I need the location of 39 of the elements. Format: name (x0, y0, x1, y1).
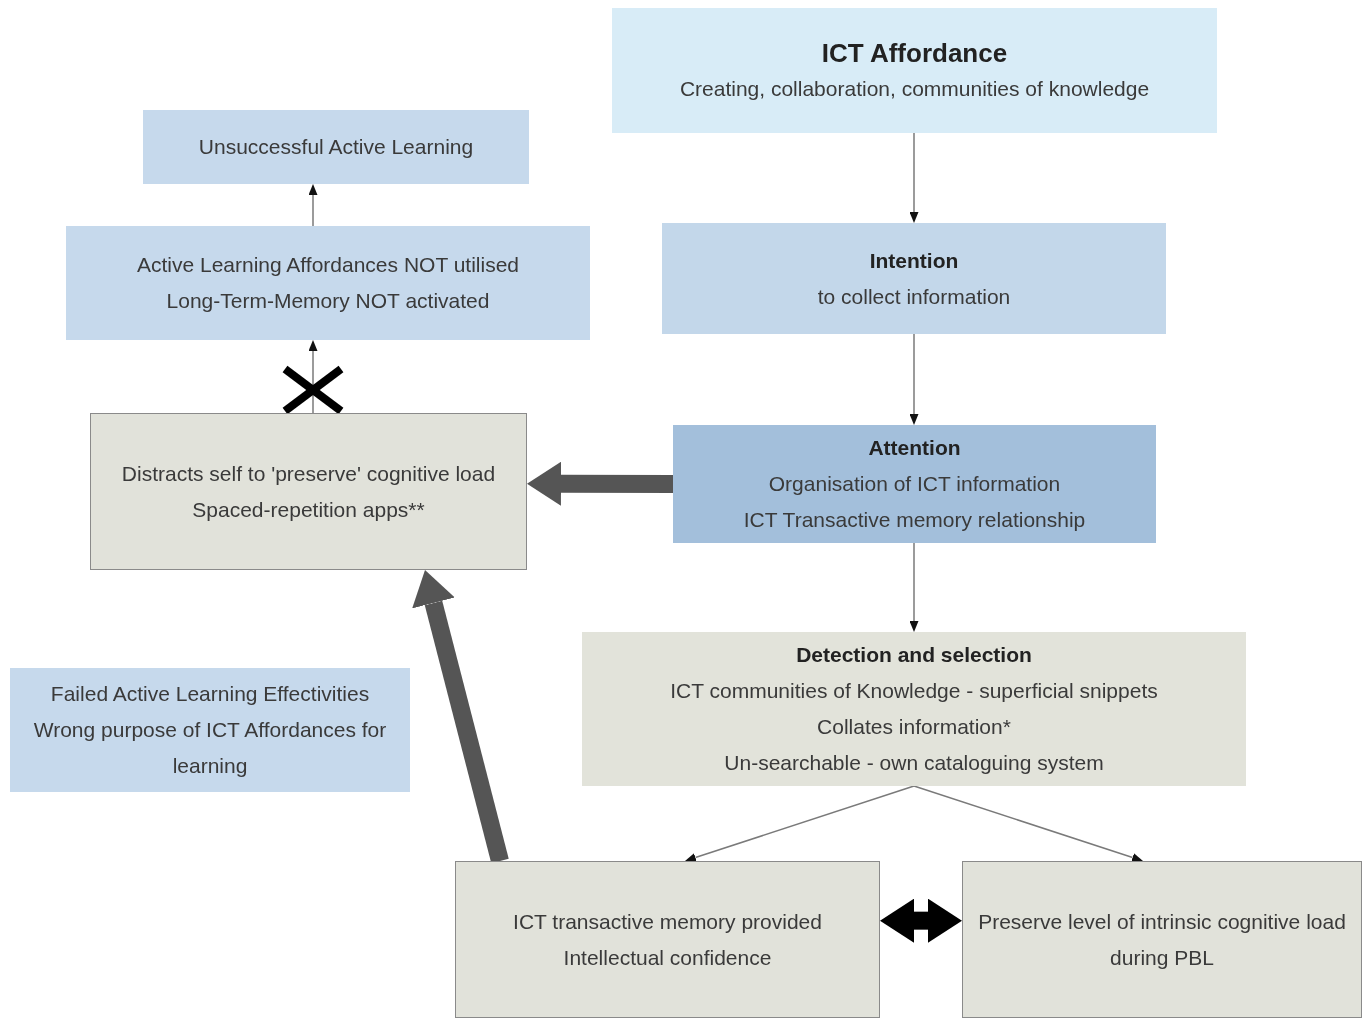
box-text: Collates information* (817, 714, 1011, 740)
process-box (662, 223, 1166, 334)
box-heading: Detection and selection (796, 642, 1032, 668)
box-heading: ICT Affordance (821, 36, 1008, 70)
box-text: Failed Active Learning Effectivities (50, 681, 370, 707)
process-box (66, 226, 590, 340)
box-text: Wrong purpose of ICT Affordances for learning (32, 717, 388, 779)
box-text: Distracts self to 'preserve' cognitive load (121, 460, 496, 487)
arrow (308, 340, 318, 414)
box-text: Creating, collaboration, communities of knowledge (679, 75, 1150, 102)
process-box (962, 861, 1362, 1018)
process-box (455, 861, 880, 1018)
box-text: Spaced-repetition apps** (192, 496, 425, 523)
box-heading: Attention (868, 435, 961, 461)
block-arrow (880, 898, 962, 943)
box-text: ICT Transactive memory relationship (743, 507, 1086, 533)
box-text: Long-Term-Memory NOT activated (166, 288, 490, 314)
box-text: Unsuccessful Active Learning (198, 134, 474, 160)
process-box (673, 425, 1156, 543)
arrow (308, 184, 318, 227)
process-box (143, 110, 529, 184)
arrow (909, 132, 919, 223)
process-box (582, 632, 1246, 786)
box-heading: Intention (869, 247, 959, 274)
process-box (90, 413, 527, 570)
arrow (913, 785, 1143, 862)
box-text: to collect information (817, 283, 1011, 310)
arrow (685, 785, 915, 862)
box-text: Organisation of ICT information (768, 471, 1061, 497)
box-text: Un-searchable - own cataloguing system (724, 750, 1104, 776)
process-box (10, 668, 410, 792)
box-text: ICT communities of Knowledge - superficial snippets (670, 678, 1158, 704)
box-text: Active Learning Affordances NOT utilised (136, 252, 520, 278)
process-box (612, 8, 1217, 133)
arrow (909, 333, 919, 425)
box-text: ICT transactive memory provided Intellectual confidence (512, 908, 823, 971)
box-text: Preserve level of intrinsic cognitive load during PBL (977, 908, 1347, 971)
block-arrow (527, 461, 674, 506)
arrow (909, 542, 919, 632)
